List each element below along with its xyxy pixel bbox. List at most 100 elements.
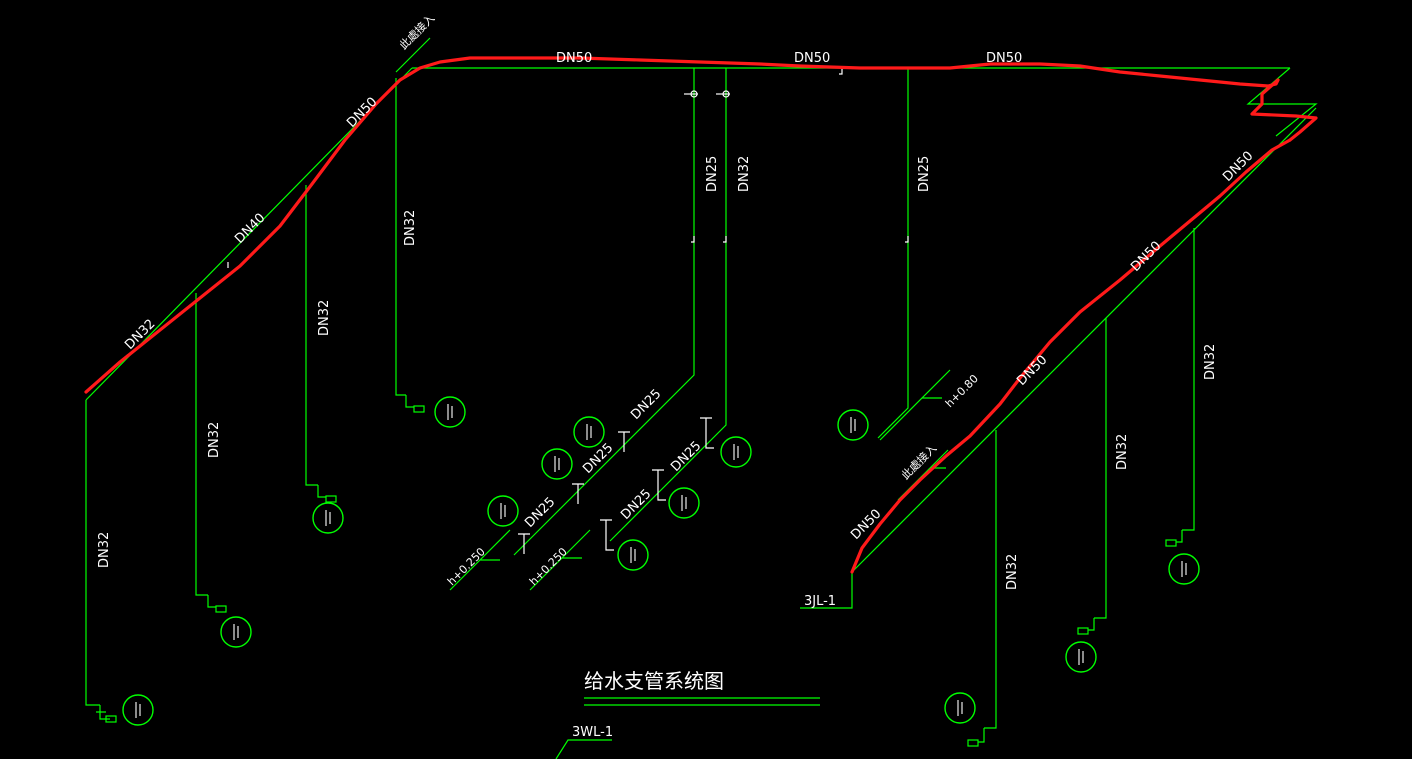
- fixture-stub: [317, 485, 326, 498]
- pipe-size-label: DN25: [917, 156, 932, 192]
- joint-icon: [691, 236, 695, 243]
- tap-icon: [700, 417, 714, 449]
- elevation-labels: h+0.250 h+0.250 h+0.80: [445, 372, 981, 588]
- fixture-circle-icon: [617, 539, 649, 571]
- fixture-glyph-icon: [957, 700, 963, 716]
- fixture-glyph-icon: [233, 624, 239, 640]
- pipe-size-label: DN50: [1128, 239, 1164, 275]
- pipe-size-label: DN32: [317, 300, 332, 336]
- fixture-circle-icon: [720, 436, 752, 468]
- pipe-labels: DN50 DN50 DN50 DN50 DN40 DN32 DN32 DN32 …: [97, 51, 1256, 590]
- riser-right-1: [984, 430, 997, 729]
- pipe-size-label: DN25: [705, 156, 720, 192]
- markup-stroke-lower: [850, 138, 1292, 574]
- fixture-circle-icon: [434, 396, 466, 428]
- fixture-glyph-icon: [586, 424, 592, 440]
- fixture-circle-icon: [668, 487, 700, 519]
- note-marker-lower: [897, 449, 949, 501]
- fixture-stub: [1088, 618, 1095, 631]
- pipe-size-label: DN50: [556, 51, 592, 66]
- pipe-size-label: DN25: [628, 387, 664, 423]
- joint-icon: [723, 236, 727, 243]
- riser-right-2: [1094, 318, 1107, 619]
- fixture-stub: [325, 495, 337, 503]
- fixture-stub: [96, 705, 110, 720]
- riser-jl-leader: [800, 572, 853, 609]
- riser-tag-jl: 3JL-1: [804, 594, 836, 609]
- pipe-size-label: DN50: [794, 51, 830, 66]
- pipe-size-label: DN32: [737, 156, 752, 192]
- connection-note: 此處接入: [396, 11, 437, 52]
- fixture-circle-icon: [541, 448, 573, 480]
- red-markup: [84, 56, 1318, 574]
- elev-marker-1: [449, 529, 511, 591]
- tap-icon: [618, 431, 630, 452]
- pipe-size-label: DN32: [97, 532, 112, 568]
- main-pipe-right-diagonal: [851, 107, 1317, 573]
- fixture-circle-icon: [220, 616, 252, 648]
- fixture-symbols: [122, 396, 1200, 726]
- fixture-stub: [215, 605, 227, 613]
- fixture-stub: [405, 395, 414, 408]
- fixture-glyph-icon: [850, 417, 856, 433]
- tap-icon: [518, 533, 530, 554]
- fixture-glyph-icon: [447, 404, 453, 420]
- fixture-glyph-icon: [1181, 561, 1187, 577]
- elevation-label: h+0.250: [527, 545, 570, 588]
- markup-stroke-upper: [84, 56, 1318, 394]
- riser-center-3: [877, 68, 909, 439]
- riser-tag-wl: 3WL-1: [572, 725, 613, 740]
- fixture-circle-icon: [837, 409, 869, 441]
- fixture-circle-icon: [944, 692, 976, 724]
- riser-center-1: [513, 68, 695, 556]
- pipe-size-label: DN50: [1014, 353, 1050, 389]
- tap-icon: [652, 469, 666, 501]
- fixture-stub: [207, 595, 216, 608]
- pipe-size-label: DN32: [1115, 434, 1130, 470]
- fixture-circle-icon: [1065, 641, 1097, 673]
- fixture-circle-icon: [122, 694, 154, 726]
- riser-left-1: [85, 400, 100, 706]
- fixture-glyph-icon: [135, 702, 141, 718]
- pipe-size-label: DN50: [344, 95, 380, 131]
- fixture-stub: [1176, 530, 1183, 543]
- riser-center-2: [609, 68, 727, 542]
- riser-right-3: [1182, 228, 1195, 531]
- fixture-glyph-icon: [733, 444, 739, 460]
- pipe-size-label: DN32: [1005, 554, 1020, 590]
- fixture-circle-icon: [573, 416, 605, 448]
- fixture-glyph-icon: [630, 547, 636, 563]
- riser-left-2: [195, 293, 208, 596]
- riser-left-4: [395, 78, 406, 396]
- fixture-stub: [413, 405, 425, 413]
- riser-wl-leader: [555, 739, 612, 759]
- fixture-glyphs: [135, 404, 1187, 718]
- fixture-circle-icon: [487, 495, 519, 527]
- pipe-size-label: DN25: [618, 487, 654, 523]
- fixture-circle-icon: [1168, 553, 1200, 585]
- pipe-size-label: DN32: [403, 210, 418, 246]
- fixture-glyph-icon: [1078, 649, 1084, 665]
- pipe-size-label: DN50: [986, 51, 1022, 66]
- fixture-glyph-icon: [681, 495, 687, 511]
- fixture-glyph-icon: [500, 503, 506, 519]
- fixture-stub: [1165, 539, 1177, 547]
- tap-icon: [600, 519, 614, 551]
- fittings: [227, 68, 909, 554]
- diagram-title: 给水支管系统图: [584, 669, 724, 693]
- fixture-stub: [967, 739, 979, 747]
- note-marker-upper: [395, 37, 431, 73]
- joint-icon: [905, 236, 909, 243]
- pipe-size-label: DN32: [1203, 344, 1218, 380]
- joint-icon: [839, 68, 843, 75]
- elevation-label: h+0.250: [445, 545, 488, 588]
- pipe-size-label: DN32: [207, 422, 222, 458]
- pipe-size-label: DN25: [522, 495, 558, 531]
- fixture-stub: [978, 728, 985, 743]
- elev-marker-3: [879, 369, 951, 441]
- fixture-glyph-icon: [554, 456, 560, 472]
- valve-icon: [722, 90, 730, 98]
- connection-note: 此處接入: [898, 441, 939, 482]
- riser-left-3: [305, 185, 318, 486]
